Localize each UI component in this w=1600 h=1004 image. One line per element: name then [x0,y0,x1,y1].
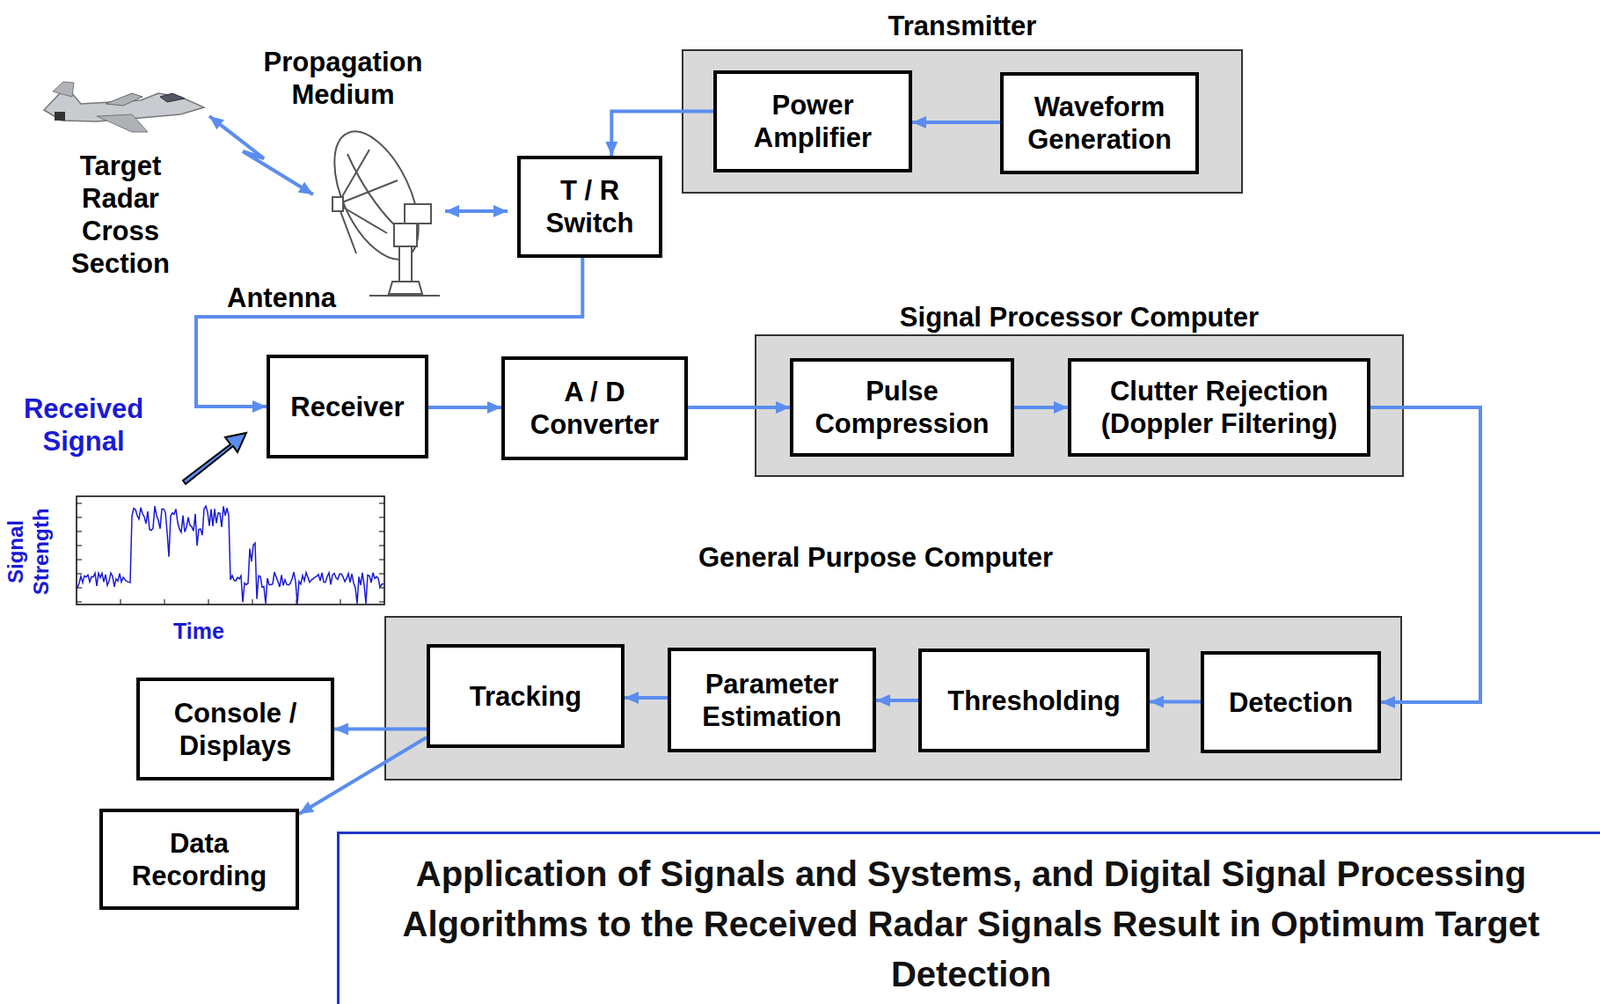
system-group-band: General Purpose ComputerTrackingParamete… [384,615,1403,781]
caption-text: Application of Signals and Systems, and … [346,848,1596,1000]
target-label: Target Radar Cross Section [45,149,196,280]
box-label: T / R Switch [526,174,654,240]
process-box: Clutter Rejection (Doppler Filtering) [1067,357,1371,457]
process-box: Parameter Estimation [667,647,877,753]
caption-box: Application of Signals and Systems, and … [336,831,1600,1004]
process-box: Waveform Generation [1000,72,1199,175]
process-box: Power Amplifier [713,70,913,173]
group-heading: General Purpose Computer [368,541,1383,574]
box-label: Pulse Compression [798,374,1006,440]
box-label: Tracking [435,679,616,713]
process-box: Console / Displays [136,677,335,781]
medium-label: Propagation Medium [255,45,432,111]
box-label: Thresholding [927,684,1141,717]
target-aircraft [43,81,205,132]
antenna-link [445,209,508,213]
process-box: T / R Switch [517,155,663,258]
signal-plot [76,496,385,605]
box-label: Waveform Generation [1008,90,1191,156]
box-label: A / D Converter [510,375,680,441]
antenna-dish [317,118,440,296]
signal-flow-arrow [428,405,502,410]
box-label: Parameter Estimation [676,667,868,733]
system-group-band: Signal Processor ComputerPulse Compressi… [754,334,1404,477]
axis-label: Time [163,617,234,644]
process-box: Thresholding [918,648,1150,753]
process-box: Receiver [266,354,429,459]
system-group-band: TransmitterPower AmplifierWaveform Gener… [681,49,1243,194]
process-box: A / D Converter [501,356,688,461]
group-heading: Signal Processor Computer [756,301,1403,334]
received-signal-arrow [182,432,247,484]
axis-label: Signal Strength [2,494,54,609]
box-label: Console / Displays [145,696,326,762]
box-label: Detection [1209,686,1373,719]
process-box: Tracking [426,643,625,748]
signal-heading: Received Signal [4,392,163,458]
box-label: Data Recording [108,826,291,892]
process-box: Pulse Compression [789,357,1015,457]
group-heading: Transmitter [683,10,1242,43]
propagation-path [209,116,314,195]
process-box: Detection [1200,650,1381,753]
box-label: Receiver [275,390,420,424]
box-label: Power Amplifier [722,88,904,154]
antenna-label: Antenna [211,281,352,315]
process-box: Data Recording [99,808,300,910]
box-label: Clutter Rejection (Doppler Filtering) [1076,374,1362,440]
